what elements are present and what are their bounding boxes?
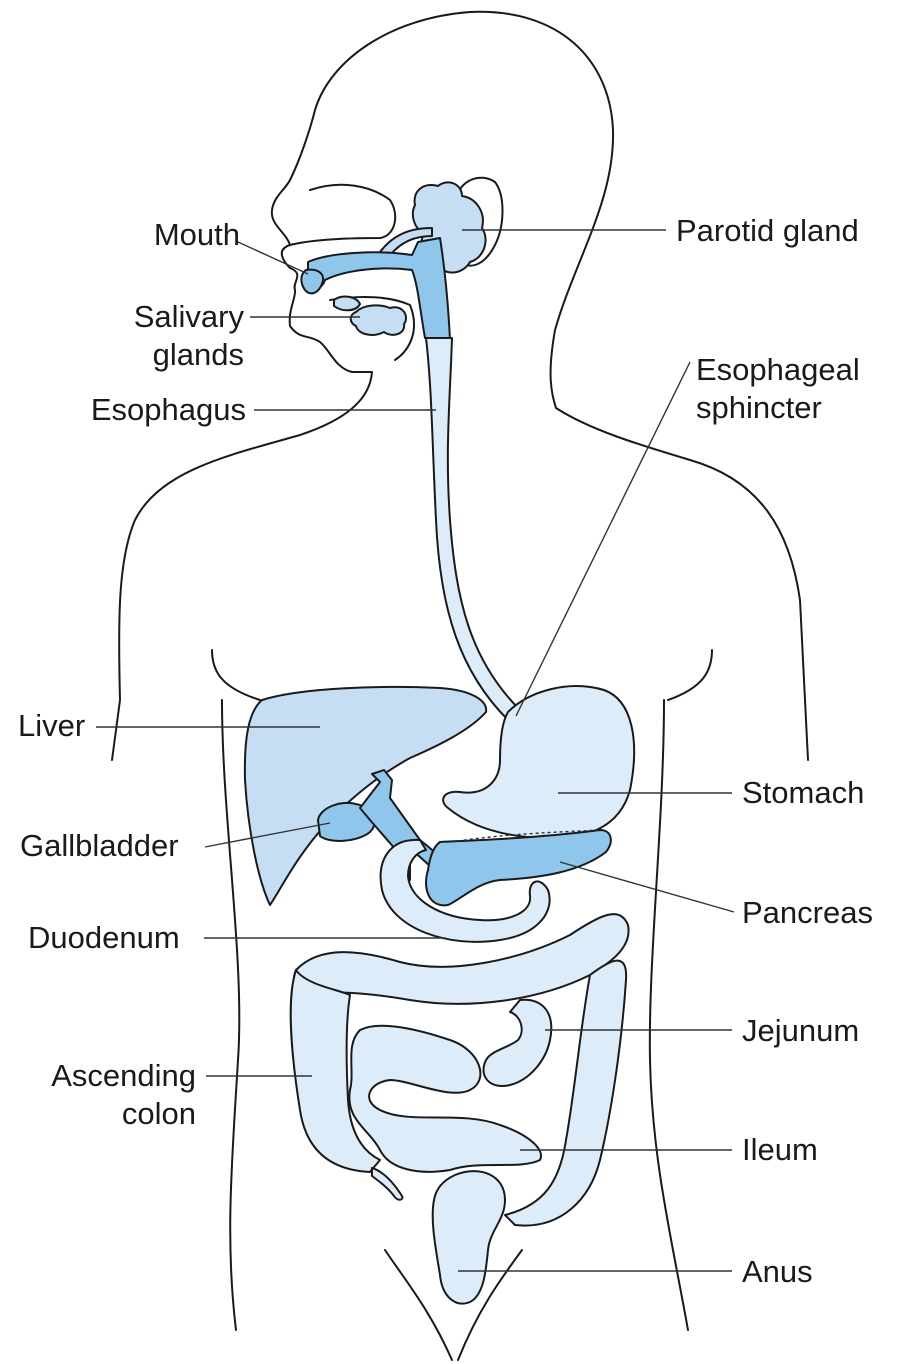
label-gallbladder: Gallbladder [20, 827, 179, 865]
appendix [372, 1168, 402, 1200]
label-anus: Anus [742, 1253, 813, 1291]
esophagus-shape [426, 338, 520, 720]
label-stomach: Stomach [742, 774, 864, 812]
label-pancreas: Pancreas [742, 894, 873, 932]
label-salivary-glands: Salivary glands [60, 298, 244, 374]
jejunum-shape [483, 1000, 551, 1086]
leader-esophageal-sphincter [516, 362, 690, 716]
label-parotid-gland: Parotid gland [676, 212, 859, 250]
label-ileum: Ileum [742, 1131, 818, 1169]
nasal-cavity-outline [290, 185, 395, 245]
right-arm-crease [668, 650, 712, 700]
left-torso-side [222, 700, 239, 1330]
left-arm-crease [212, 650, 260, 700]
rectum-shape [433, 1171, 505, 1303]
salivary-gland-shape [351, 305, 406, 335]
label-jejunum: Jejunum [742, 1012, 859, 1050]
leader-pancreas [560, 862, 734, 912]
label-esophagus: Esophagus [40, 391, 246, 429]
right-torso-side [650, 700, 688, 1330]
label-liver: Liver [18, 707, 85, 745]
leader-mouth [238, 242, 308, 274]
label-mouth: Mouth [80, 216, 240, 254]
label-duodenum: Duodenum [28, 919, 180, 957]
label-ascending-colon: Ascending colon [20, 1057, 196, 1133]
label-esophageal-sphincter: Esophageal sphincter [696, 351, 860, 427]
salivary-small-gland [334, 297, 360, 311]
